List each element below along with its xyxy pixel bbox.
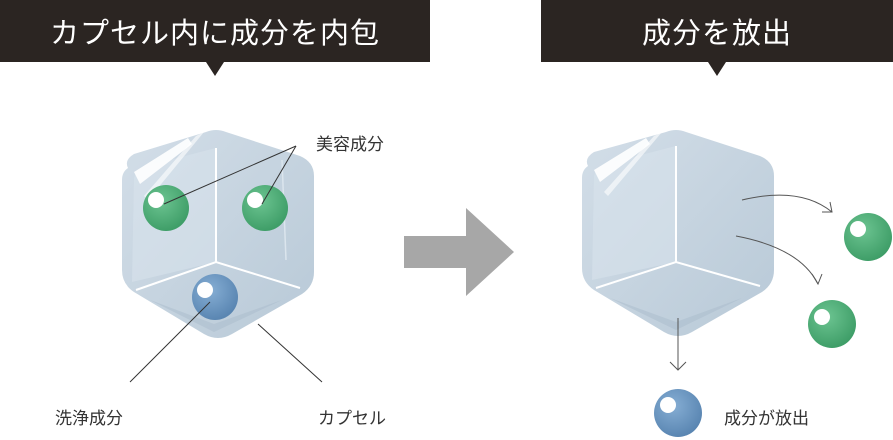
right-cube-bottom-reflection bbox=[610, 298, 742, 330]
right-capsule-cube bbox=[582, 130, 774, 336]
right-title-banner: 成分を放出 bbox=[541, 0, 893, 76]
left-cube-edge-bottom bbox=[135, 260, 301, 291]
process-arrow bbox=[404, 208, 514, 296]
left-cube-glare bbox=[134, 138, 192, 184]
right-cube-glare-2 bbox=[604, 132, 662, 196]
beauty-ingredient-label: 美容成分 bbox=[316, 135, 384, 155]
release-label: 成分が放出 bbox=[724, 409, 809, 429]
left-green-ball-1 bbox=[143, 185, 189, 231]
leader-line-beauty-1 bbox=[163, 145, 297, 205]
leader-line-capsule bbox=[257, 323, 323, 383]
right-title: 成分を放出 bbox=[641, 16, 792, 50]
leader-lines bbox=[129, 145, 323, 383]
right-cube-face-shade bbox=[592, 146, 676, 280]
right-banner-pointer bbox=[708, 62, 726, 76]
left-title: カプセル内に成分を内包 bbox=[49, 16, 380, 50]
release-arrows bbox=[669, 194, 833, 371]
cleansing-ingredient-label: 洗浄成分 bbox=[55, 409, 123, 429]
right-cube-glare bbox=[594, 138, 650, 182]
left-cube-bottom-reflection bbox=[150, 300, 282, 332]
left-cube-glare-2 bbox=[144, 132, 204, 200]
leader-line-cleansing bbox=[129, 301, 211, 383]
released-green-ball-1 bbox=[844, 213, 892, 261]
capsule-label: カプセル bbox=[318, 409, 386, 429]
right-cube-edge-bottom bbox=[595, 260, 761, 289]
release-arrow-lower-head bbox=[811, 273, 823, 286]
left-green-ball-2 bbox=[242, 185, 288, 231]
leader-line-beauty-2 bbox=[261, 145, 297, 205]
released-blue-ball bbox=[654, 389, 702, 437]
left-banner-pointer bbox=[206, 62, 224, 76]
released-green-ball-2 bbox=[808, 300, 856, 348]
left-title-banner: カプセル内に成分を内包 bbox=[0, 0, 430, 76]
release-arrow-upper-head bbox=[822, 201, 833, 213]
release-arrow-upper bbox=[741, 194, 833, 213]
left-capsule-cube bbox=[122, 130, 314, 338]
release-arrow-down-head bbox=[669, 361, 687, 371]
